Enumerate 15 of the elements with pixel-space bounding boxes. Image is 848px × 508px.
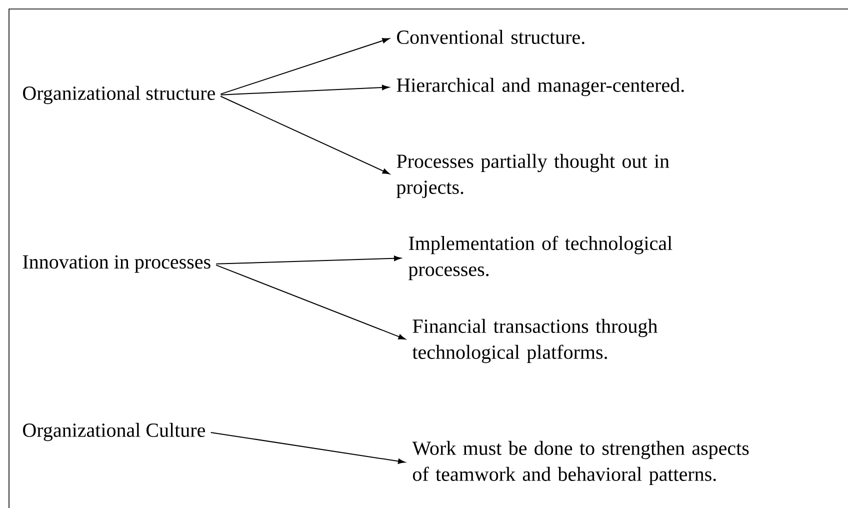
label-text: Conventional structure.	[397, 30, 584, 44]
arrow	[216, 264, 406, 340]
label-text: Processes partially thought out in projects.	[396, 154, 670, 198]
arrow	[210, 432, 406, 464]
arrow	[220, 38, 390, 95]
arrow	[220, 96, 390, 174]
label-text: Innovation in processes	[22, 255, 210, 273]
label-text: Hierarchical and manager-centered.	[396, 78, 684, 96]
arrow	[216, 256, 402, 264]
arrow	[220, 84, 390, 96]
label-text: Organizational structure	[23, 86, 215, 104]
label-text: Organizational Culture	[23, 422, 205, 442]
label-text: Implementation of technological processes.	[408, 236, 672, 280]
label-text: Work must be done to strengthen aspects of teamwork and behavioral patterns.	[412, 440, 749, 486]
label-text: Financial transactions through technological platforms.	[412, 318, 658, 364]
